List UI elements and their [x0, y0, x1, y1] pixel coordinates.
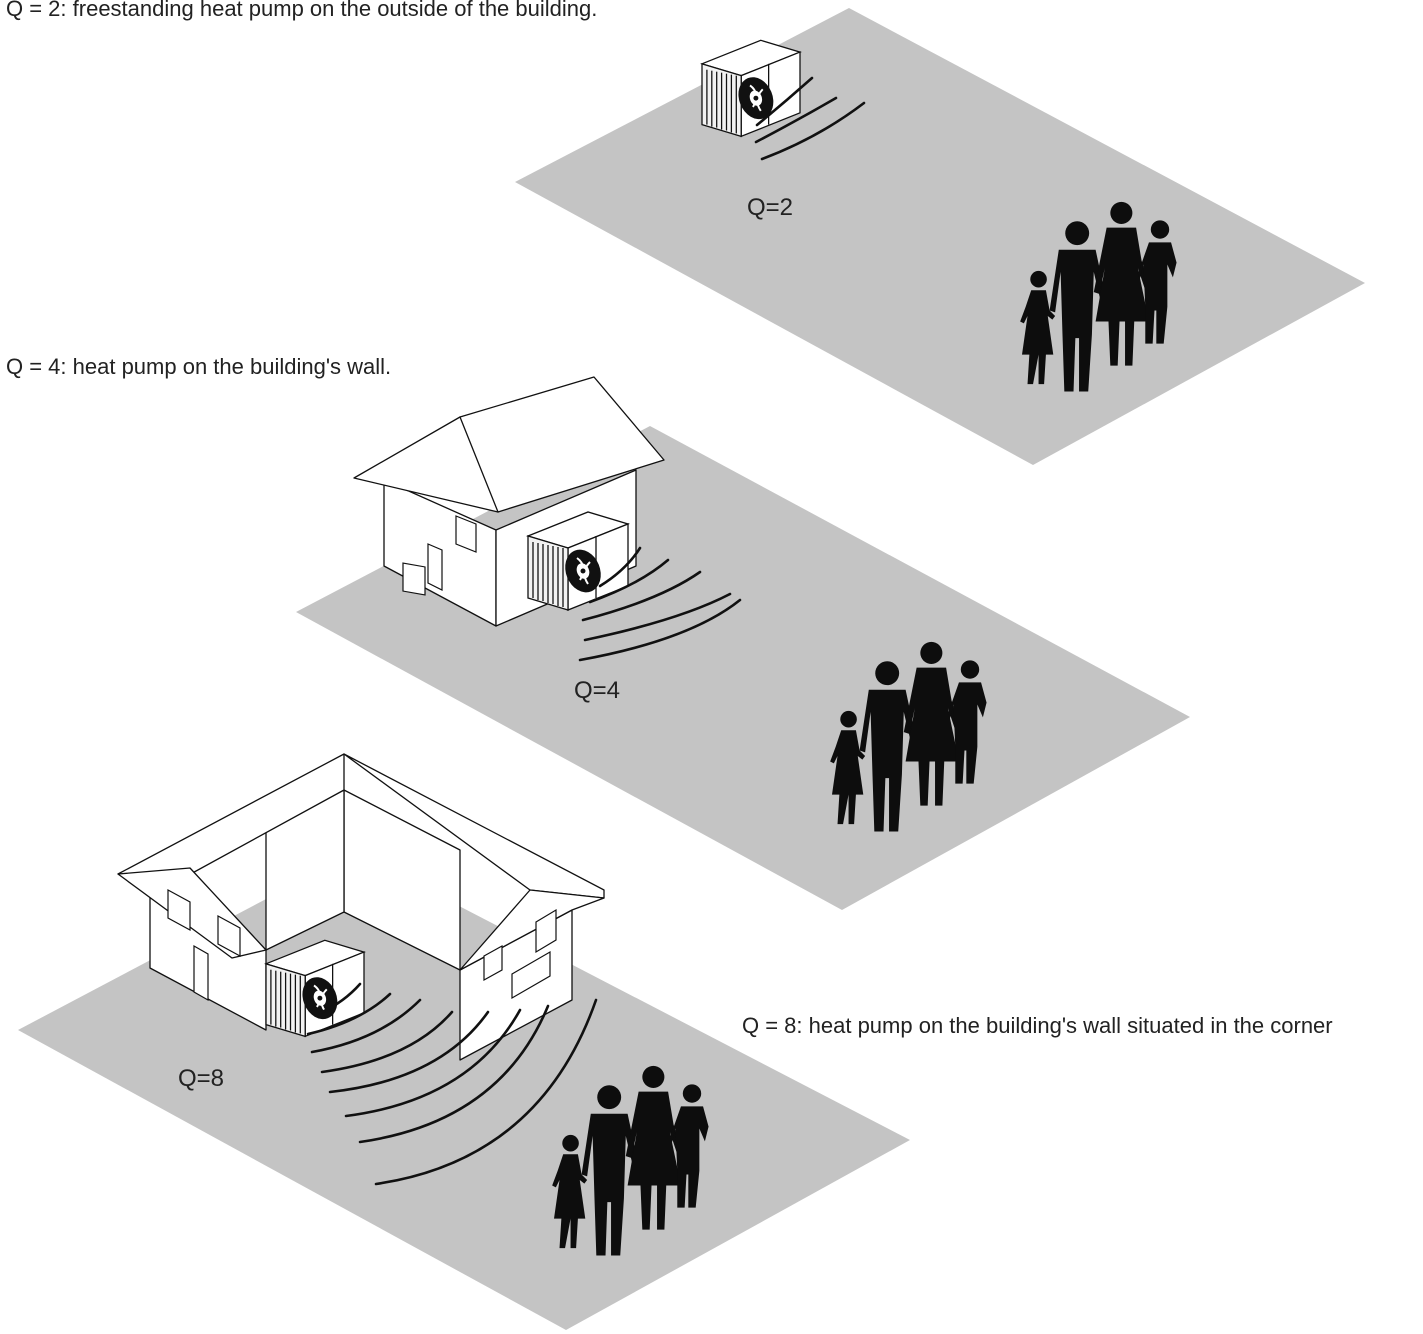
caption-q4: Q = 4: heat pump on the building's wall.: [6, 354, 391, 379]
label-q8: Q=8: [178, 1065, 224, 1092]
l-shaped-house-icon: [117, 753, 605, 1061]
label-q2: Q=2: [747, 194, 793, 221]
label-q4: Q=4: [574, 677, 620, 704]
scene-q8: Q=8: [18, 753, 910, 1330]
ground-plane-q2: [515, 8, 1365, 465]
caption-q2: Q = 2: freestanding heat pump on the out…: [6, 0, 597, 21]
sound-waves-q4: [578, 546, 742, 662]
scene-q4: Q=4: [296, 376, 1190, 910]
sound-waves-q8: [306, 982, 598, 1186]
scene-q2: Q=2: [515, 8, 1365, 465]
caption-q8: Q = 8: heat pump on the building's wall …: [742, 1013, 1333, 1038]
sound-waves-q2: [754, 76, 866, 161]
